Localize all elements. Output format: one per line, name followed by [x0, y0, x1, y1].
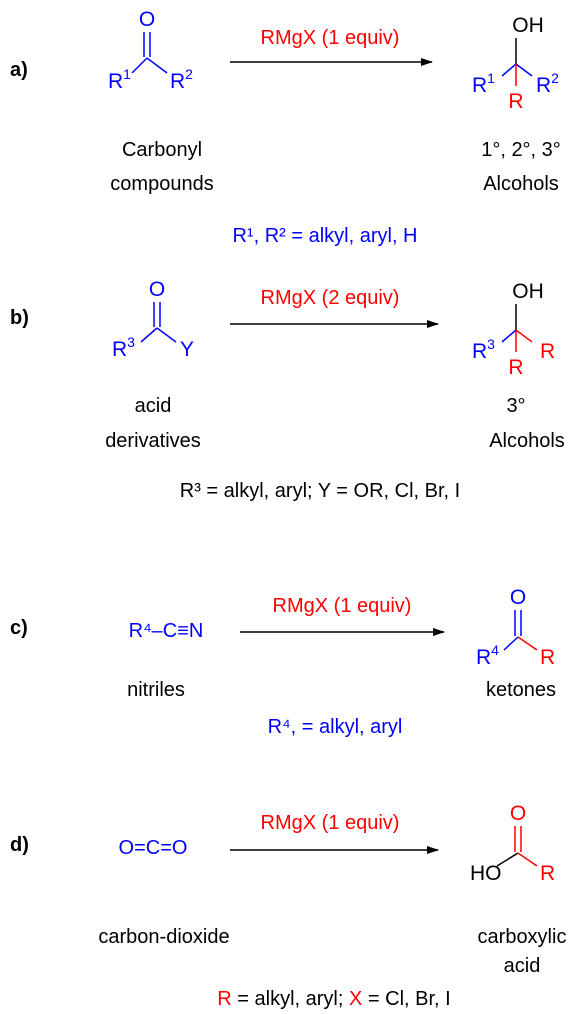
y-group: Y	[180, 338, 194, 361]
reaction-a: a) O R1 R2 RMgX (1 equiv) OH R1 R2 R Car…	[10, 8, 561, 247]
legend-x-symbol: X	[349, 988, 362, 1010]
reaction-a-product-name-1: 1°, 2°, 3°	[481, 139, 561, 161]
reaction-c: c) R⁴–C≡N RMgX (1 equiv) O R4 R nitriles…	[10, 586, 556, 738]
legend-r-definition: = alkyl, aryl;	[232, 988, 349, 1010]
bond-r4	[503, 636, 519, 651]
r2-superscript: 2	[185, 66, 193, 82]
reaction-a-carbonyl-structure: O R1 R2	[108, 8, 193, 93]
c-r2-bond	[515, 63, 533, 77]
reaction-d-product-name-2: acid	[504, 955, 541, 977]
reaction-b-note: R³ = alkyl, aryl; Y = OR, Cl, Br, I	[180, 480, 460, 502]
reaction-c-reagent: RMgX (1 equiv)	[273, 595, 412, 617]
reaction-d-oxygen-atom: O	[510, 802, 526, 825]
product-r2-group: R2	[536, 70, 559, 97]
r1-letter: R	[108, 70, 123, 93]
r4-superscript: 4	[491, 642, 499, 658]
bond-hydroxyl	[496, 852, 519, 867]
reaction-a-start-name-2: compounds	[110, 173, 213, 195]
r4-letter: R	[476, 646, 491, 669]
b-c-r3-bond	[501, 329, 517, 343]
product-r1-group: R1	[472, 70, 495, 97]
reaction-c-product-name: ketones	[486, 679, 556, 701]
reaction-c-start-name: nitriles	[127, 679, 185, 701]
reaction-b-label: b)	[10, 307, 29, 329]
reaction-d-reagent: RMgX (1 equiv)	[261, 812, 400, 834]
reaction-b-start-name-1: acid	[135, 395, 172, 417]
reaction-d-start-name: carbon-dioxide	[98, 926, 229, 948]
r4-group: R4	[476, 642, 499, 669]
r1-superscript: 1	[123, 66, 131, 82]
legend-x-definition: = Cl, Br, I	[362, 988, 450, 1010]
bond-r1	[131, 57, 148, 74]
reaction-d-product-name-1: carboxylic	[478, 926, 567, 948]
reaction-c-label: c)	[10, 617, 28, 639]
b-product-r3-letter: R	[472, 340, 487, 363]
bond-r3	[140, 327, 158, 343]
reaction-b-acid-derivative-structure: O R3 Y	[112, 278, 194, 361]
reaction-b-alcohol-structure: OH R3 R R	[472, 280, 555, 379]
r2-group: R2	[170, 66, 193, 93]
b-product-r3-superscript: 3	[487, 336, 495, 352]
reaction-d-label: d)	[10, 834, 29, 856]
acid-hydroxyl: HO	[470, 862, 502, 885]
reaction-d: d) O=C=O RMgX (1 equiv) O HO R carbon-di…	[10, 802, 566, 977]
ketone-r-group: R	[540, 646, 555, 669]
c-r1-bond	[501, 63, 517, 77]
co2-formula: O=C=O	[119, 837, 188, 859]
reaction-a-oxygen-atom: O	[139, 8, 155, 31]
reaction-c-note: R⁴, = alkyl, aryl	[268, 716, 403, 738]
reaction-a-start-name-1: Carbonyl	[122, 139, 202, 161]
legend-r-symbol: R	[217, 988, 231, 1010]
r2-letter: R	[170, 70, 185, 93]
b-c-r-bond-right	[515, 329, 533, 343]
product-r2-superscript: 2	[551, 70, 559, 86]
r3-letter: R	[112, 338, 127, 361]
reaction-b-oxygen-atom: O	[149, 278, 165, 301]
acid-r-group: R	[540, 862, 555, 885]
reaction-b-product-name-2: Alcohols	[489, 430, 565, 452]
product-r1-letter: R	[472, 74, 487, 97]
product-r2-letter: R	[536, 74, 551, 97]
bond-y	[156, 327, 177, 343]
product-r1-superscript: 1	[487, 70, 495, 86]
reaction-c-oxygen-atom: O	[510, 586, 526, 609]
b-product-r-group-right: R	[540, 340, 555, 363]
product-r-group: R	[508, 90, 523, 113]
reaction-c-ketone-structure: O R4 R	[476, 586, 555, 669]
reaction-b-hydroxyl: OH	[512, 280, 544, 303]
reaction-a-hydroxyl: OH	[512, 14, 544, 37]
reaction-b-product-name-1: 3°	[506, 395, 525, 417]
bond-r	[517, 636, 538, 651]
reaction-a-reagent: RMgX (1 equiv)	[261, 27, 400, 49]
legend: R = alkyl, aryl; X = Cl, Br, I	[217, 988, 450, 1010]
r1-group: R1	[108, 66, 131, 93]
reaction-a-note: R¹, R² = alkyl, aryl, H	[232, 225, 417, 247]
reaction-b: b) O R3 Y RMgX (2 equiv) OH R3 R R acid …	[10, 278, 565, 502]
r3-group: R3	[112, 334, 135, 361]
nitrile-formula: R⁴–C≡N	[129, 620, 204, 642]
reaction-b-reagent: RMgX (2 equiv)	[261, 287, 400, 309]
b-product-r3-group: R3	[472, 336, 495, 363]
reaction-a-product-name-2: Alcohols	[483, 173, 559, 195]
bond-r2	[146, 57, 168, 74]
reaction-a-alcohol-structure: OH R1 R2 R	[472, 14, 559, 113]
r3-superscript: 3	[127, 334, 135, 350]
reaction-a-label: a)	[10, 59, 28, 81]
reaction-b-start-name-2: derivatives	[105, 430, 201, 452]
b-product-r-group-down: R	[508, 356, 523, 379]
bond-acid-r	[517, 852, 538, 867]
reaction-d-carboxylic-acid-structure: O HO R	[470, 802, 555, 885]
